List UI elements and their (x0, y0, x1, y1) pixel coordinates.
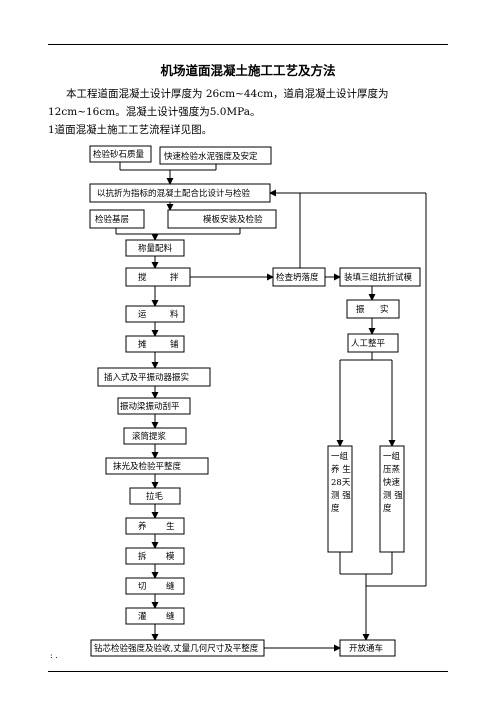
label-demold-1: 拆 (138, 551, 147, 562)
box-formwork (167, 209, 277, 229)
groupsteam-line: 测 强 (383, 491, 403, 501)
groupsteam-line: 一组 (383, 451, 401, 462)
label-fast-cement-test: 快速检验水泥强度及安定 (164, 151, 258, 162)
label-check-aggregate: 检验砂石质量 (93, 149, 145, 160)
label-transport-1: 运 (138, 310, 147, 320)
box-fast-cement-test (159, 146, 272, 165)
label-weigh: 称量配料 (138, 243, 173, 254)
box-check-base (89, 209, 145, 229)
label-group-steam: 一组 压蒸 快速 测 强 度 (383, 451, 405, 514)
label-smooth: 抹光及检验平整度 (113, 461, 182, 472)
label-open-traffic: 开放通车 (349, 643, 383, 654)
label-cut-1: 切 (138, 582, 147, 592)
box-demold (125, 547, 185, 565)
label-vibrate-1: 振 (356, 304, 365, 315)
label-cure-1: 养 (138, 521, 147, 532)
label-vibrate-2: 实 (380, 304, 389, 315)
groupsteam-line: 快速 (383, 477, 401, 488)
box-final-check (90, 639, 265, 657)
box-fill (125, 607, 185, 625)
box-texture (129, 487, 181, 505)
box-beam-vibrate (117, 397, 191, 415)
box-mix-design (89, 183, 271, 203)
label-mix-2: 拌 (170, 272, 179, 283)
paragraph-line-3: 1道面混凝土施工工艺流程详见图。 (48, 124, 213, 136)
group28-line: 测 强 (331, 491, 351, 501)
box-spread (125, 335, 185, 353)
label-cure-2: 生 (166, 521, 175, 532)
label-demold-2: 模 (166, 551, 175, 562)
label-spread-2: 铺 (170, 339, 179, 350)
label-slump: 检查坍落度 (276, 272, 319, 283)
group28-line: 28天 (331, 478, 351, 488)
group28-line: 养 生 (331, 464, 351, 475)
flow-connectors (115, 162, 427, 652)
label-fill-2: 缝 (166, 611, 175, 622)
footer-rule (48, 671, 448, 672)
box-mix (125, 267, 191, 287)
label-mix-1: 搅 (138, 272, 147, 283)
label-beam-vibrate: 振动梁振动刮平 (120, 401, 180, 412)
label-roller: 滚筒提浆 (132, 431, 167, 442)
flow-labels: 检验砂石质量 快速检验水泥强度及安定 以抗折为指标的混凝土配合比设计与检验 检验… (93, 149, 413, 654)
box-cure (125, 517, 185, 535)
box-check-aggregate (89, 145, 152, 163)
document-title: 机场道面混凝土施工工艺及方法 (160, 63, 336, 78)
group28-line: 一组 (331, 451, 349, 462)
box-cut (125, 577, 185, 595)
label-formwork: 模板安装及检验 (203, 214, 263, 225)
box-smooth (105, 457, 209, 475)
label-transport-2: 料 (170, 309, 179, 320)
box-group-28day (327, 445, 353, 553)
label-spread-1: 摊 (138, 339, 147, 350)
label-insert-vibrator: 插入式及平振动器振实 (104, 372, 189, 383)
label-fill-1: 灌 (138, 611, 147, 622)
flow-boxes (89, 145, 421, 657)
box-slump (272, 267, 326, 287)
label-check-base: 检验基层 (95, 214, 129, 225)
box-vibrate (346, 299, 400, 319)
box-specimens (339, 267, 421, 287)
box-open-traffic (339, 639, 396, 657)
header-rule (48, 44, 448, 45)
label-cut-2: 缝 (166, 581, 175, 592)
box-roller (123, 427, 187, 445)
label-specimens: 装填三组抗折试模 (344, 272, 413, 283)
paragraph-line-1: 本工程道面混凝土设计厚度为 26cm~44cm，道肩混凝土设计厚度为 (66, 88, 389, 100)
groupsteam-line: 度 (383, 503, 392, 514)
label-mix-design: 以抗折为指标的混凝土配合比设计与检验 (97, 188, 251, 199)
groupsteam-line: 压蒸 (383, 464, 401, 475)
label-texture: 拉毛 (146, 491, 164, 502)
label-manual-level: 人工整平 (351, 338, 386, 349)
paragraph-line-2: 12cm~16cm。混凝土设计强度为5.0MPa。 (48, 106, 261, 118)
group28-line: 度 (331, 503, 340, 514)
box-group-steam (379, 445, 405, 553)
box-manual-level (347, 333, 399, 353)
footer-mark: : . (50, 651, 58, 660)
box-insert-vibrator (97, 367, 211, 387)
label-group-28day: 一组 养 生 28天 测 强 度 (331, 451, 353, 514)
box-weigh (125, 239, 185, 257)
label-final-check: 钻芯检验强度及验收,丈量几何尺寸及平整度 (94, 643, 259, 654)
box-transport (125, 305, 185, 323)
